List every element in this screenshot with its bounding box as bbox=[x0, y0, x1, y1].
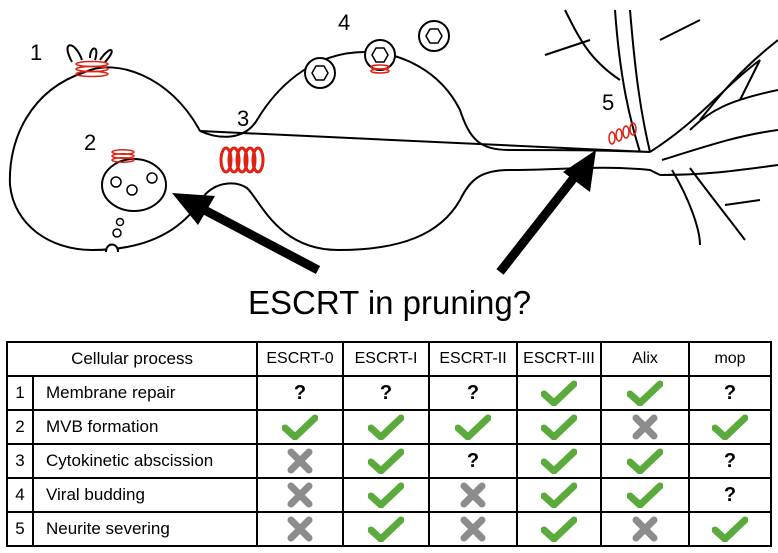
row-number: 5 bbox=[6, 511, 34, 547]
label-2: 2 bbox=[84, 130, 96, 155]
question-mark-text: ? bbox=[723, 449, 737, 472]
checkmark-icon bbox=[688, 511, 773, 547]
abscission-rings bbox=[219, 146, 265, 174]
checkmark-icon bbox=[428, 409, 519, 445]
checkmark-icon bbox=[516, 375, 603, 411]
header-alix: Alix bbox=[600, 341, 691, 377]
membrane-repair-site bbox=[66, 44, 113, 78]
question-mark: ? bbox=[342, 375, 431, 411]
escrt-process-table: Cellular process ESCRT-0 ESCRT-I ESCRT-I… bbox=[5, 341, 773, 547]
header-mop: mop bbox=[688, 341, 773, 377]
neurite-branches bbox=[544, 9, 778, 246]
question-mark: ? bbox=[428, 443, 519, 479]
label-5: 5 bbox=[602, 90, 614, 115]
header-cellular-process: Cellular process bbox=[5, 341, 259, 377]
checkmark-icon bbox=[516, 443, 603, 479]
table-header-row: Cellular process ESCRT-0 ESCRT-I ESCRT-I… bbox=[5, 341, 773, 377]
cross-icon bbox=[428, 477, 519, 513]
viral-budding bbox=[304, 20, 450, 89]
question-mark: ? bbox=[256, 375, 345, 411]
checkmark-icon bbox=[256, 409, 345, 445]
label-4: 4 bbox=[338, 10, 350, 35]
cross-icon bbox=[256, 511, 345, 547]
row-number: 1 bbox=[6, 375, 34, 411]
process-name: Membrane repair bbox=[31, 375, 259, 411]
header-escrt-iii: ESCRT-III bbox=[516, 341, 603, 377]
checkmark-icon bbox=[516, 477, 603, 513]
checkmark-icon bbox=[342, 409, 431, 445]
process-name: Cytokinetic abscission bbox=[31, 443, 259, 479]
arrow-to-mvb bbox=[172, 193, 321, 274]
checkmark-icon bbox=[342, 443, 431, 479]
checkmark-icon bbox=[600, 477, 691, 513]
question-mark: ? bbox=[688, 477, 773, 513]
question-mark: ? bbox=[428, 375, 519, 411]
checkmark-icon bbox=[688, 409, 773, 445]
checkmark-icon bbox=[516, 511, 603, 547]
cell-membrane-outline bbox=[8, 50, 661, 252]
label-3: 3 bbox=[237, 106, 249, 131]
header-escrt-i: ESCRT-I bbox=[342, 341, 431, 377]
question-mark: ? bbox=[688, 375, 773, 411]
cross-icon bbox=[428, 511, 519, 547]
question-mark-text: ? bbox=[723, 381, 737, 404]
severing-site bbox=[608, 122, 637, 145]
question-mark-text: ? bbox=[466, 449, 480, 472]
mvb-vesicle bbox=[101, 149, 167, 253]
row-number: 2 bbox=[6, 409, 34, 445]
cross-icon bbox=[256, 477, 345, 513]
checkmark-icon bbox=[342, 477, 431, 513]
question-mark-text: ? bbox=[466, 381, 480, 404]
row-number: 3 bbox=[6, 443, 34, 479]
checkmark-icon bbox=[516, 409, 603, 445]
question-mark-text: ? bbox=[293, 381, 307, 404]
header-escrt-ii: ESCRT-II bbox=[428, 341, 519, 377]
checkmark-icon bbox=[342, 511, 431, 547]
question-mark-text: ? bbox=[379, 381, 393, 404]
process-name: Neurite severing bbox=[31, 511, 259, 547]
checkmark-icon bbox=[600, 375, 691, 411]
arrow-to-severing bbox=[496, 150, 596, 275]
checkmark-icon bbox=[600, 443, 691, 479]
question-mark-text: ? bbox=[723, 483, 737, 506]
question-mark: ? bbox=[688, 443, 773, 479]
label-1: 1 bbox=[30, 40, 42, 65]
question-title: ESCRT in pruning? bbox=[248, 284, 531, 321]
process-name: MVB formation bbox=[31, 409, 259, 445]
process-name: Viral budding bbox=[31, 477, 259, 513]
cross-icon bbox=[256, 443, 345, 479]
cross-icon bbox=[600, 409, 691, 445]
row-number: 4 bbox=[6, 477, 34, 513]
cross-icon bbox=[600, 511, 691, 547]
header-escrt-0: ESCRT-0 bbox=[256, 341, 345, 377]
escrt-diagram: 1 2 3 4 5 ESCRT in pruning? bbox=[8, 9, 778, 321]
